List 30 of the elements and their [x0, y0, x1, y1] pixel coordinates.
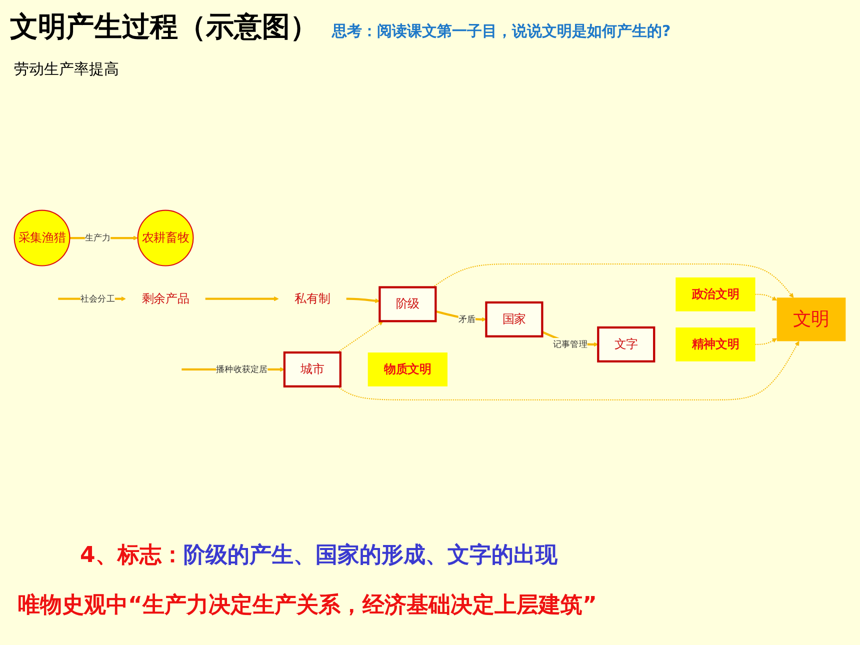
- node-box: 国家: [485, 301, 544, 338]
- edge-label: 记事管理: [552, 338, 588, 350]
- arrow: [346, 298, 380, 304]
- node-box: 物质文明: [368, 352, 448, 386]
- note-text: 劳动生产率提高: [14, 60, 119, 79]
- edge-label: 矛盾: [458, 314, 476, 324]
- arrow: [205, 296, 279, 302]
- edge-label: 社会分工: [80, 293, 115, 304]
- node-circle: 采集渔猎: [14, 210, 70, 266]
- node-circle: 农耕畜牧: [137, 210, 194, 266]
- node-box: 城市: [283, 351, 342, 388]
- sign-text: 阶级的产生、国家的形成、文字的出现: [183, 543, 558, 568]
- node-box: 文字: [597, 326, 656, 362]
- arrow: [755, 294, 778, 300]
- edge-label: 生产力: [84, 232, 111, 243]
- node-text: 剩余产品: [142, 292, 190, 306]
- edge-label: 播种收获定居: [216, 364, 268, 374]
- conclusion-text: 唯物史观中“生产力决定生产关系，经济基础决定上层建筑”: [18, 592, 597, 620]
- node-box: 精神文明: [676, 327, 756, 362]
- node-box: 阶级: [378, 286, 437, 322]
- node-box: 文明: [776, 298, 846, 342]
- arrow: [432, 263, 794, 298]
- question-text: 思考：阅读课文第一子目，说说文明是如何产生的?: [332, 22, 671, 41]
- heading-text: 4、标志：: [80, 543, 184, 568]
- diagram-title: 文明产生过程（示意图）: [10, 9, 318, 45]
- node-box: 政治文明: [676, 277, 756, 312]
- node-text: 私有制: [294, 292, 330, 306]
- arrow: [337, 340, 800, 400]
- arrow: [755, 338, 778, 345]
- arrow: [337, 320, 384, 353]
